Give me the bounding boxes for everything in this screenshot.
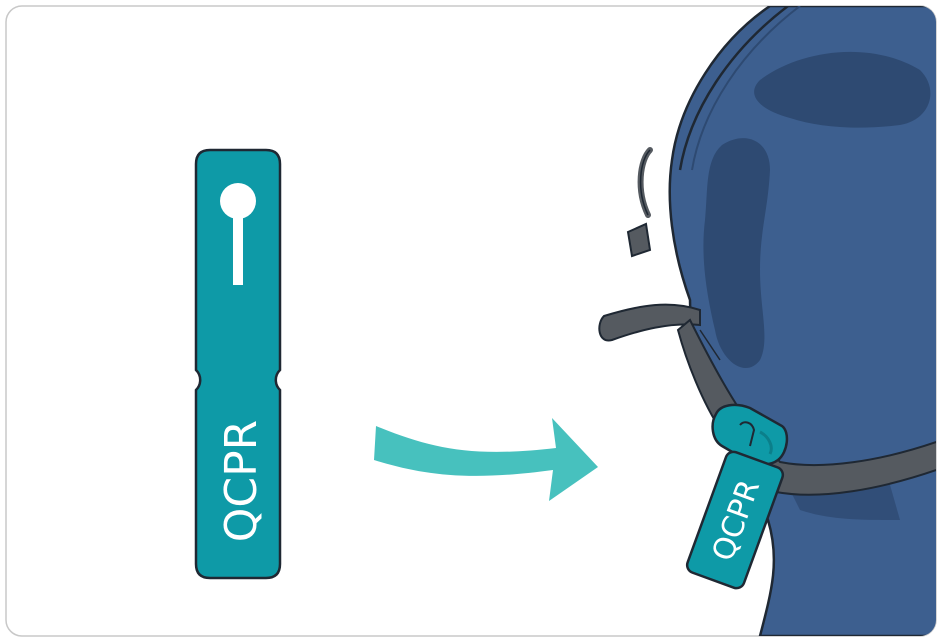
tag-label: QCPR bbox=[216, 420, 267, 542]
qcpr-tag: QCPR bbox=[196, 150, 280, 578]
